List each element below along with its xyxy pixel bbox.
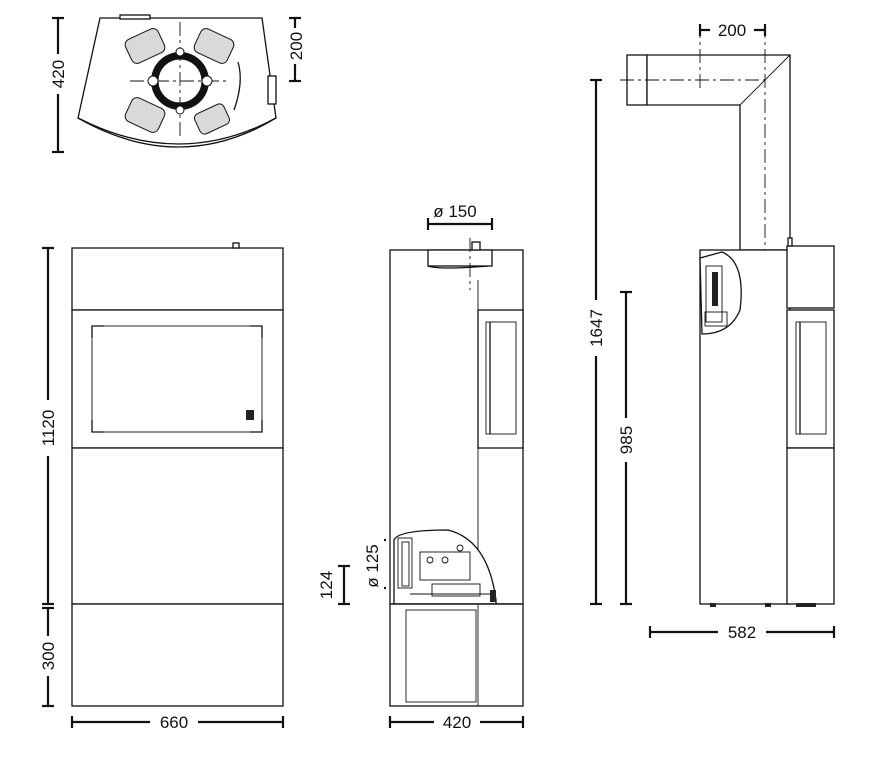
rear-flue-depth-label: 582 (728, 623, 756, 642)
side-view-base (389, 603, 524, 707)
front-view-top-knob (232, 242, 240, 249)
top-view-bolt-right (201, 75, 213, 87)
side-view-flue-outlet (427, 249, 493, 267)
front-view-width-label: 660 (160, 713, 188, 732)
side-view-depth-label: 420 (443, 713, 471, 732)
rear-flue-view: 200 1647 985 582 (584, 20, 836, 642)
rear-flue-front-panel-bottom (786, 447, 835, 605)
top-view-handle (267, 75, 277, 105)
front-view-height-label: 1120 (39, 410, 58, 447)
top-view-back-tab (119, 14, 151, 20)
rear-flue-control-box (699, 251, 742, 335)
side-view-door-section (477, 309, 524, 449)
rear-flue-front-door (786, 309, 835, 449)
side-view-flue-diameter-label: ø 150 (433, 202, 476, 221)
top-view-side-rail (233, 61, 241, 111)
top-view-bolt-left (147, 75, 159, 87)
top-view-front-arc (77, 117, 277, 148)
top-view-burner-1 (124, 28, 166, 64)
top-view-bolt-bottom (175, 105, 185, 115)
front-view-glass (91, 325, 263, 433)
top-view-burner-3 (124, 97, 166, 133)
top-view: 420 200 (48, 14, 306, 154)
front-view-door-latch (246, 410, 254, 420)
side-view-air-intake-height-label: 124 (317, 571, 336, 599)
top-view-flue-offset-label: 200 (287, 32, 306, 60)
front-view-base-height-label: 300 (39, 642, 58, 670)
front-view-middle-panel (71, 447, 284, 605)
front-view-base-panel (71, 603, 284, 707)
rear-flue-total-height-label: 1647 (587, 309, 606, 347)
front-view-door-frame (71, 309, 284, 449)
side-view-air-intake-diameter-label: ø 125 (363, 544, 382, 587)
rear-flue-front-panel-top (786, 245, 835, 309)
top-view-bolt-top (175, 47, 185, 57)
front-view-top-panel (71, 247, 284, 311)
top-view-burner-4 (193, 103, 231, 135)
rear-flue-pipe (646, 54, 791, 251)
front-view: 1120 300 660 (36, 242, 285, 732)
rear-flue-offset-label: 200 (718, 21, 746, 40)
side-view-cutaway (393, 529, 497, 605)
top-view-depth-label: 420 (49, 60, 68, 88)
top-view-burner-2 (193, 28, 235, 64)
rear-flue-flue-height-label: 985 (617, 426, 636, 454)
side-view: ø 150 124 ø 125 420 (317, 202, 525, 732)
